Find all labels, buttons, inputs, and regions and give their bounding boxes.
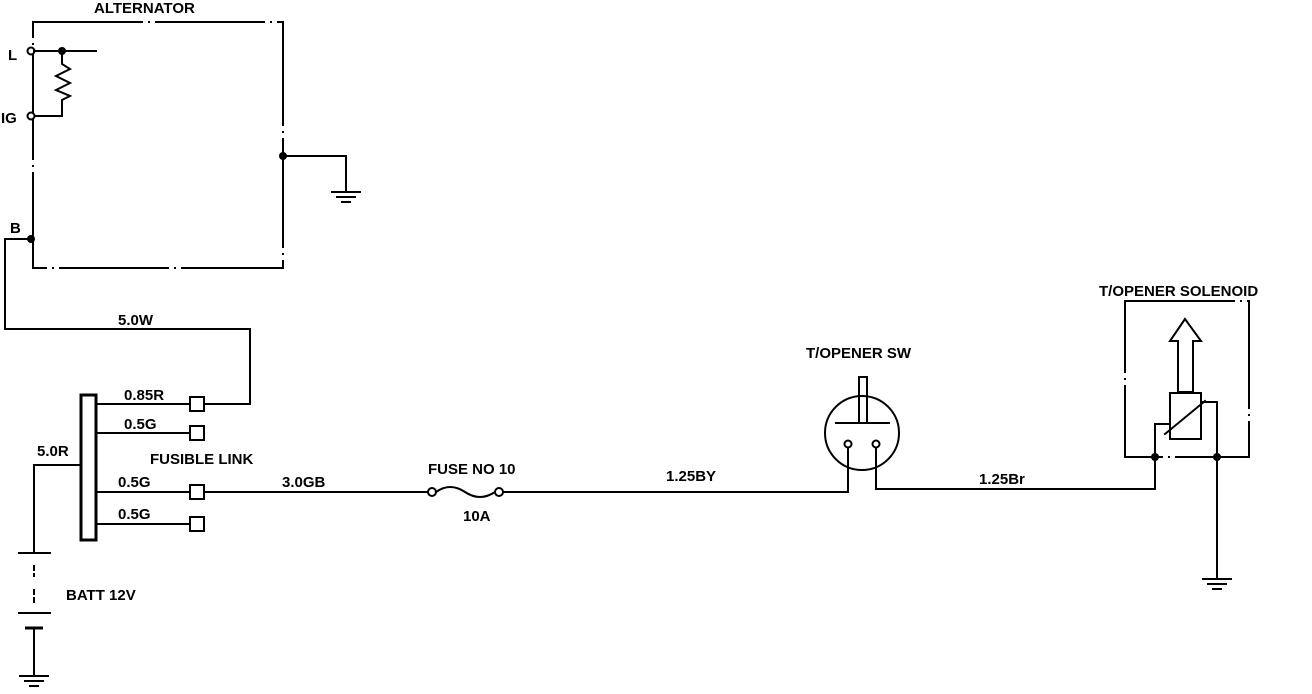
switch-body xyxy=(824,395,900,471)
wire-5-0r xyxy=(33,464,82,553)
fuse-element xyxy=(434,486,497,498)
terminal-l-label: L xyxy=(8,47,17,64)
solenoid-housing xyxy=(1124,300,1250,458)
solenoid-lead-right xyxy=(1200,401,1218,579)
fusible-link-label: FUSIBLE LINK xyxy=(150,451,253,468)
ground-icon xyxy=(1202,578,1232,590)
ground-icon xyxy=(19,675,49,687)
wire-0-5g-1-label: 0.5G xyxy=(124,416,157,433)
solenoid-junction-left xyxy=(1151,453,1159,461)
switch-terminal-left xyxy=(843,439,853,449)
wire-1-25by-label: 1.25BY xyxy=(666,468,716,485)
wire-1-25br-label: 1.25Br xyxy=(979,471,1025,488)
alternator-housing xyxy=(32,21,284,269)
alternator-ground-wire xyxy=(282,155,347,192)
fusible-link: FUSIBLE LINK 0.85R 0.5G 0.5G 0.5G xyxy=(79,387,253,542)
fuse-label: FUSE NO 10 xyxy=(428,461,516,478)
topener-switch: T/OPENER SW xyxy=(806,345,912,471)
resistor xyxy=(33,50,73,117)
topener-solenoid: T/OPENER SOLENOID xyxy=(1099,283,1258,590)
topener-solenoid-label: T/OPENER SOLENOID xyxy=(1099,283,1258,300)
wire-0-5g-3-label: 0.5G xyxy=(118,506,151,523)
solenoid-coil xyxy=(1169,392,1202,440)
solenoid-lead-left xyxy=(1154,423,1171,458)
switch-plunger xyxy=(858,376,868,424)
terminal-b-label: B xyxy=(10,220,21,237)
wire-0-85r-label: 0.85R xyxy=(124,387,164,404)
alternator: ALTERNATOR L IG B xyxy=(1,0,361,269)
fuse-no-10: FUSE NO 10 10A xyxy=(427,461,516,525)
ground-icon xyxy=(331,191,361,203)
battery: 5.0R BATT 12V xyxy=(18,443,136,687)
fusible-link-terminal-2 xyxy=(189,425,205,441)
fusible-link-bar xyxy=(79,393,98,542)
wire-5-0w xyxy=(4,238,251,405)
wire-5-0r-label: 5.0R xyxy=(37,443,69,460)
terminal-ig-label: IG xyxy=(1,110,17,127)
topener-switch-label: T/OPENER SW xyxy=(806,345,912,362)
fusible-link-terminal-3 xyxy=(189,484,205,500)
fuse-rating-label: 10A xyxy=(463,508,491,525)
wire-1-25br xyxy=(875,447,1156,490)
fusible-link-terminal-4 xyxy=(189,516,205,532)
wire-3-0gb-label: 3.0GB xyxy=(282,474,326,491)
wire-1-25by xyxy=(502,447,849,493)
alternator-label: ALTERNATOR xyxy=(94,0,195,17)
battery-label: BATT 12V xyxy=(66,587,136,604)
wire-5-0w-label: 5.0W xyxy=(118,312,154,329)
arrow-up-icon xyxy=(1168,317,1203,393)
solenoid-junction-right xyxy=(1213,453,1221,461)
terminal-ig xyxy=(26,111,36,121)
switch-terminal-right xyxy=(871,439,881,449)
wire-0-5g-2-label: 0.5G xyxy=(118,474,151,491)
fusible-link-terminal-1 xyxy=(189,396,205,412)
fuse-terminal-right xyxy=(494,487,504,497)
solenoid-coil-diagonal xyxy=(1163,399,1207,436)
